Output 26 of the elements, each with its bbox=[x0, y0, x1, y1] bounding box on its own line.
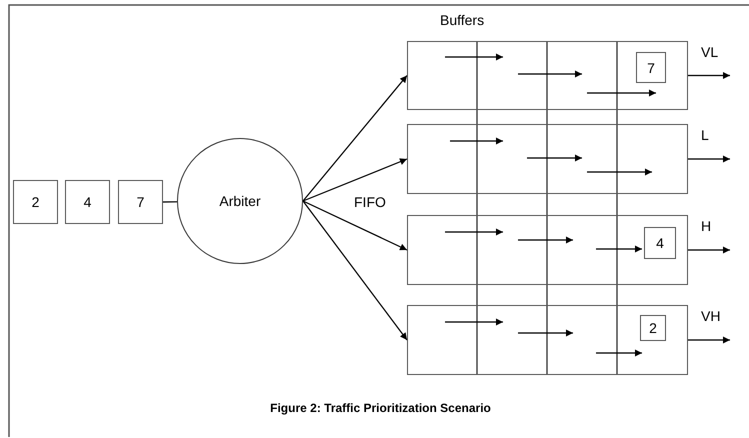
arrow bbox=[302, 75, 408, 202]
connector-line bbox=[163, 201, 178, 203]
edge-label: L bbox=[701, 127, 709, 143]
edge-label: H bbox=[701, 218, 712, 234]
arrow bbox=[302, 200, 408, 340]
packet-box: 7 bbox=[636, 52, 666, 83]
packet-box: 7 bbox=[118, 180, 163, 224]
buffer-box bbox=[407, 305, 688, 375]
packet-box: 4 bbox=[65, 180, 110, 224]
buffer-box bbox=[407, 41, 688, 110]
edge-label: VH bbox=[701, 308, 720, 324]
text-label: FIFO bbox=[354, 194, 386, 210]
caption: Figure 2: Traffic Prioritization Scenario bbox=[269, 401, 492, 415]
arrow bbox=[688, 246, 730, 254]
arrow bbox=[688, 336, 730, 344]
packet-box: 2 bbox=[640, 315, 666, 341]
buffer-box bbox=[407, 124, 688, 194]
arrow bbox=[302, 158, 408, 202]
packet-box: 2 bbox=[13, 180, 58, 224]
arbiter-circle: Arbiter bbox=[177, 138, 303, 264]
packet-box: 4 bbox=[644, 227, 676, 259]
buffer-box bbox=[407, 215, 688, 285]
group-label: Buffers bbox=[440, 12, 484, 28]
arrow bbox=[688, 72, 730, 79]
arrow bbox=[302, 200, 408, 251]
arrow bbox=[688, 156, 730, 162]
